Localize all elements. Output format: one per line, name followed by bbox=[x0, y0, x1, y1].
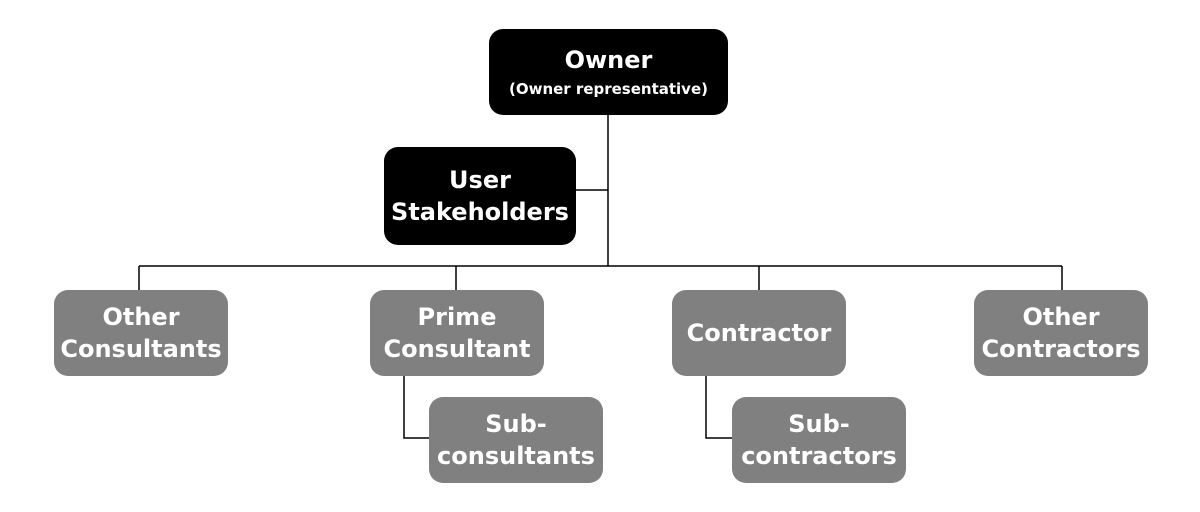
other-consultants-label-line-1: Other bbox=[102, 303, 180, 331]
user-stakeholders-label-line-1: User bbox=[449, 166, 511, 194]
other-consultants-label-line-2: Consultants bbox=[60, 335, 222, 363]
sub-consultants-link-line bbox=[403, 376, 429, 439]
sub-consultants-box: Sub- consultants bbox=[429, 397, 603, 483]
contractor-label: Contractor bbox=[686, 319, 832, 347]
sub-contractors-label-line-2: contractors bbox=[741, 442, 897, 470]
owner-title: Owner bbox=[564, 46, 653, 74]
prime-consultant-box: Prime Consultant bbox=[370, 290, 544, 376]
other-contractors-box: Other Contractors bbox=[974, 290, 1148, 376]
user-stakeholders-label-line-2: Stakeholders bbox=[391, 198, 569, 226]
sub-consultants-label-line-2: consultants bbox=[437, 442, 595, 470]
other-contractors-label-line-1: Other bbox=[1022, 303, 1100, 331]
user-stakeholders-box: User Stakeholders bbox=[384, 147, 576, 245]
other-contractors-label-line-2: Contractors bbox=[981, 335, 1141, 363]
sub-consultants-label-line-1: Sub- bbox=[485, 410, 547, 438]
contractor-box: Contractor bbox=[672, 290, 846, 376]
owner-subtitle: (Owner representative) bbox=[508, 80, 708, 98]
sub-contractors-box: Sub- contractors bbox=[732, 397, 906, 483]
owner-box: Owner (Owner representative) bbox=[489, 29, 728, 115]
prime-consultant-label-line-1: Prime bbox=[417, 303, 497, 331]
other-consultants-box: Other Consultants bbox=[54, 290, 228, 376]
prime-consultant-label-line-2: Consultant bbox=[383, 335, 531, 363]
sub-contractors-link-line bbox=[705, 376, 732, 439]
sub-contractors-label-line-1: Sub- bbox=[788, 410, 850, 438]
